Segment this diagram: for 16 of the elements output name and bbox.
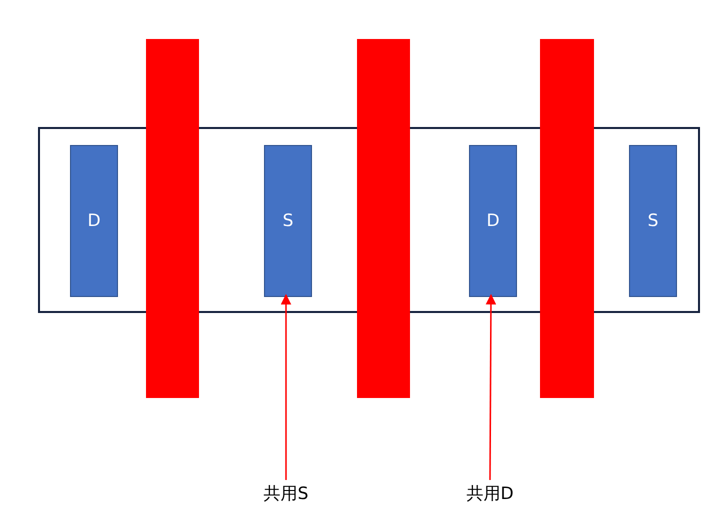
gate-bar	[357, 39, 410, 398]
terminal-label: D	[87, 211, 101, 231]
diffusion-region	[629, 145, 677, 297]
arrow	[486, 294, 496, 480]
terminal-label: S	[648, 211, 658, 231]
diffusion-region	[70, 145, 118, 297]
terminal-label: D	[486, 211, 500, 231]
terminal-label: S	[282, 211, 294, 231]
gate-bar	[540, 39, 594, 398]
active-region-outline	[38, 127, 700, 313]
annotation-text: 共用D	[460, 480, 520, 506]
gate-bar	[146, 39, 199, 398]
arrow	[280, 294, 292, 480]
diffusion-region	[264, 145, 312, 297]
diffusion-region	[469, 145, 517, 297]
annotation-text: 共用S	[256, 480, 316, 506]
